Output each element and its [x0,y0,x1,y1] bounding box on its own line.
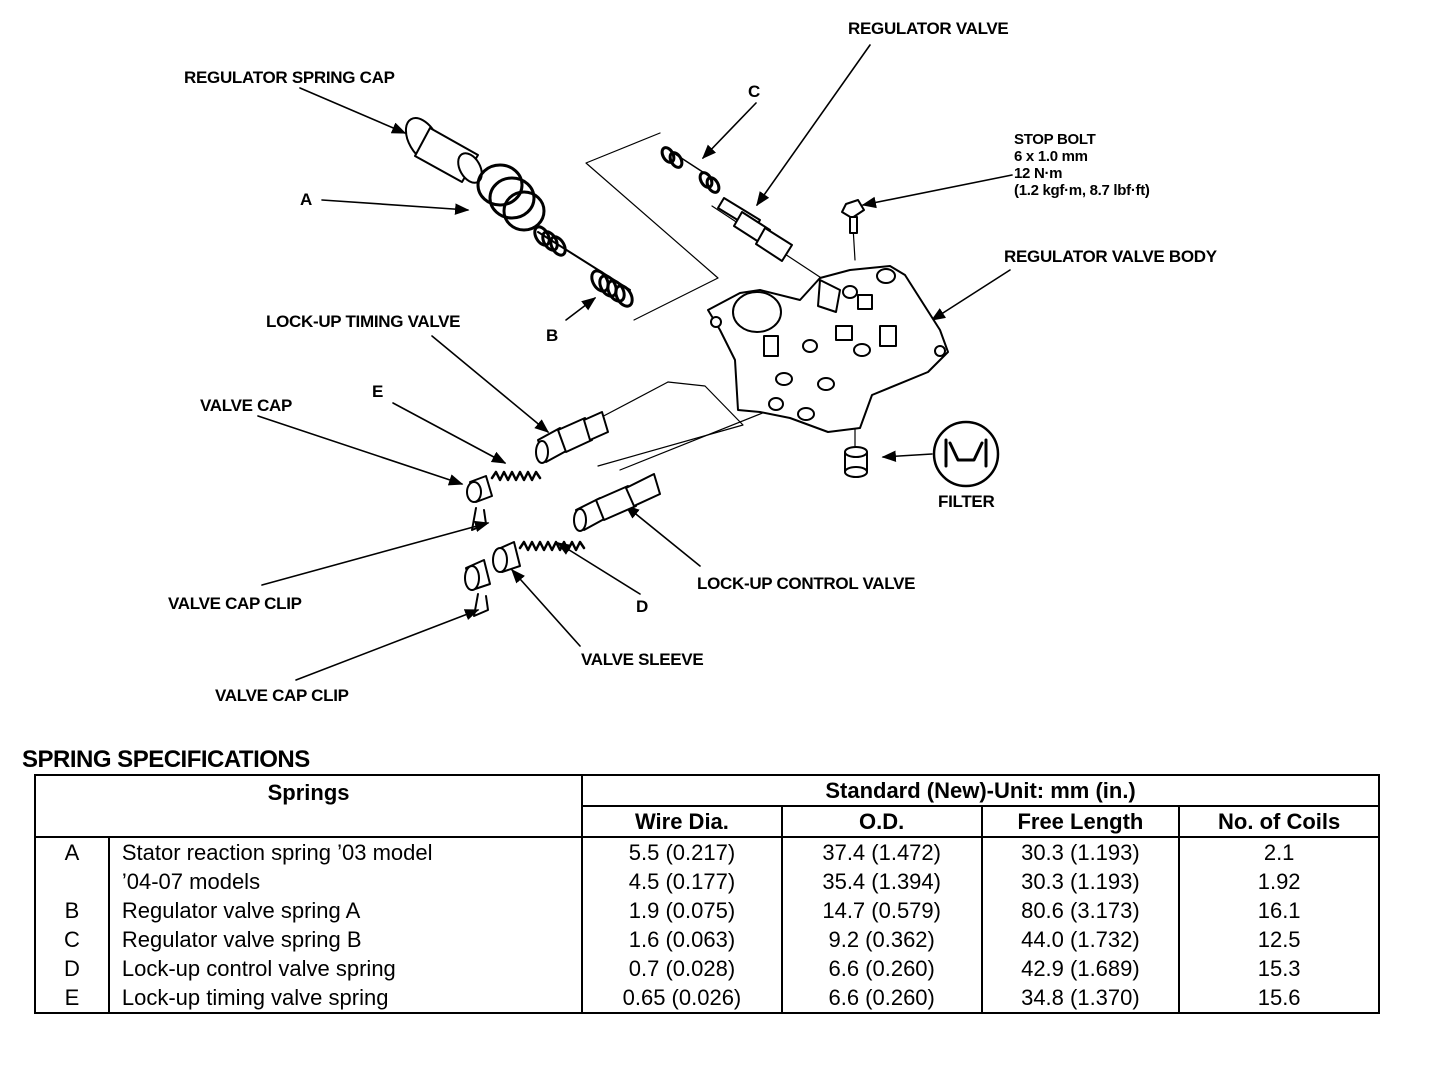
row-length: 30.3 (1.193) [980,867,1180,896]
label-d: D [636,597,648,616]
spring-spec-table: Springs Standard (New)-Unit: mm (in.) Wi… [34,774,1380,1014]
header-no-of-coils: No. of Coils [1178,805,1379,838]
label-valve-cap: VALVE CAP [200,396,293,415]
table-row: D Lock-up control valve spring 0.7 (0.02… [35,954,1379,983]
row-coils: 1.92 [1178,867,1379,896]
header-springs: Springs [35,775,583,838]
row-wire: 1.9 (0.075) [581,896,782,925]
label-valve-cap-clip-1: VALVE CAP CLIP [168,594,302,613]
header-free-length: Free Length [980,805,1180,838]
row-key [35,867,109,896]
label-a: A [300,190,312,209]
stop-bolt-line-3: 12 N·m [1014,165,1063,182]
row-wire: 5.5 (0.217) [581,837,782,867]
row-coils: 12.5 [1178,925,1379,954]
row-od: 9.2 (0.362) [780,925,982,954]
spec-title: SPRING SPECIFICATIONS [22,746,310,773]
row-key: B [64,897,80,923]
valve-cap [466,475,493,503]
row-wire: 4.5 (0.177) [581,867,782,896]
table-row: ’04-07 models 4.5 (0.177) 35.4 (1.394) 3… [35,867,1379,896]
row-coils: 16.1 [1178,896,1379,925]
valve-cap-lower [464,559,491,591]
row-length: 80.6 (3.173) [980,896,1180,925]
row-length: 34.8 (1.370) [980,983,1180,1013]
header-standard: Standard (New)-Unit: mm (in.) [581,775,1379,806]
table-row: C Regulator valve spring B 1.6 (0.063) 9… [35,925,1379,954]
label-lockup-timing-valve: LOCK-UP TIMING VALVE [266,312,461,331]
label-regulator-spring-cap: REGULATOR SPRING CAP [184,68,395,87]
table-row: A Stator reaction spring ’03 model 5.5 (… [35,837,1379,867]
regulator-valve-body [707,265,949,433]
label-filter: FILTER [938,492,995,511]
row-name: Stator reaction spring ’03 model [107,837,583,867]
filter-symbol-icon [932,420,1000,488]
lockup-control-valve [573,473,661,532]
row-length: 30.3 (1.193) [980,837,1180,867]
label-b: B [546,326,558,345]
row-key: A [64,839,80,865]
row-name: ’04-07 models [107,867,583,896]
label-c: C [748,82,760,101]
valve-sleeve [492,541,521,573]
row-wire: 0.7 (0.028) [581,954,782,983]
row-wire: 0.65 (0.026) [581,983,782,1013]
row-name: Lock-up timing valve spring [107,983,583,1013]
filter-part [844,446,868,478]
label-stop-bolt: STOP BOLT 6 x 1.0 mm 12 N·m (1.2 kgf·m, … [1014,131,1150,199]
row-od: 14.7 (0.579) [780,896,982,925]
row-key: D [63,955,80,981]
row-wire: 1.6 (0.063) [581,925,782,954]
valve-cap-clip-lower [473,593,489,617]
row-key: C [63,926,80,952]
row-coils: 15.3 [1178,954,1379,983]
label-lockup-control-valve: LOCK-UP CONTROL VALVE [697,574,916,593]
exploded-view-diagram [257,44,1013,681]
row-name: Regulator valve spring B [107,925,583,954]
row-od: 6.6 (0.260) [780,983,982,1013]
stop-bolt-line-4: (1.2 kgf·m, 8.7 lbf·ft) [1014,182,1150,199]
row-length: 42.9 (1.689) [980,954,1180,983]
header-od: O.D. [780,805,982,838]
label-regulator-valve: REGULATOR VALVE [848,19,1009,38]
spring-a [476,163,546,232]
label-valve-sleeve: VALVE SLEEVE [581,650,704,669]
regulator-spring-cap [404,117,483,184]
table-header-row-2: Wire Dia. O.D. Free Length No. of Coils [35,805,1379,838]
row-coils: 15.6 [1178,983,1379,1013]
stop-bolt [841,199,865,234]
spring-d [518,540,586,552]
leader-lines [257,44,1013,681]
label-regulator-valve-body: REGULATOR VALVE BODY [1004,247,1217,266]
row-key: E [64,984,80,1010]
label-valve-cap-clip-2: VALVE CAP CLIP [215,686,349,705]
lockup-timing-valve [535,411,609,464]
valve-cap-clip-upper [471,507,487,531]
row-od: 37.4 (1.472) [780,837,982,867]
stop-bolt-line-2: 6 x 1.0 mm [1014,148,1088,165]
row-od: 35.4 (1.394) [780,867,982,896]
spring-c [660,146,721,194]
spring-e [490,470,542,482]
header-wire-dia: Wire Dia. [581,805,782,838]
row-coils: 2.1 [1178,837,1379,867]
spring-b [533,225,634,308]
regulator-valve [717,197,793,262]
label-e: E [372,382,384,401]
row-name: Lock-up control valve spring [107,954,583,983]
stop-bolt-line-1: STOP BOLT [1014,131,1096,148]
row-length: 44.0 (1.732) [980,925,1180,954]
row-name: Regulator valve spring A [107,896,583,925]
row-od: 6.6 (0.260) [780,954,982,983]
table-row: B Regulator valve spring A 1.9 (0.075) 1… [35,896,1379,925]
table-header-row-1: Springs Standard (New)-Unit: mm (in.) [35,775,1379,838]
table-row: E Lock-up timing valve spring 0.65 (0.02… [35,983,1379,1013]
